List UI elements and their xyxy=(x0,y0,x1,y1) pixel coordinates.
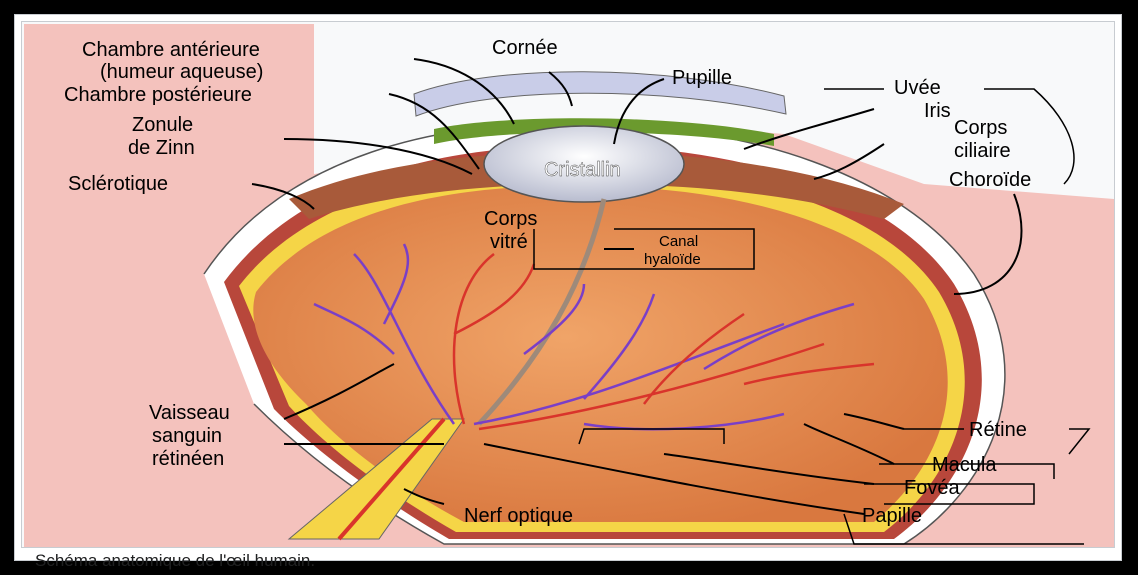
label-corps-ciliaire-1: Corps xyxy=(954,117,1007,139)
label-cristallin: Cristallin xyxy=(544,159,621,181)
label-corps-ciliaire-2: ciliaire xyxy=(954,140,1011,162)
figure-caption: Schéma anatomique de l'œil humain. xyxy=(35,551,315,571)
label-sclerotique: Sclérotique xyxy=(68,173,168,195)
label-papille: Papille xyxy=(862,505,922,527)
label-macula: Macula xyxy=(932,454,997,476)
label-canal-1: Canal xyxy=(659,233,698,250)
label-canal-2: hyaloïde xyxy=(644,251,701,268)
label-uvee: Uvée xyxy=(894,77,941,99)
label-vaisseau-1: Vaisseau xyxy=(149,402,230,424)
label-iris: Iris xyxy=(924,100,951,122)
label-vaisseau-3: rétinéen xyxy=(152,448,224,470)
label-corps-vitre-1: Corps xyxy=(484,208,537,230)
label-retine: Rétine xyxy=(969,419,1027,441)
figure-image: Chambre antérieure (humeur aqueuse) Cham… xyxy=(21,21,1115,548)
label-nerf-optique: Nerf optique xyxy=(464,505,573,527)
label-zonule-2: de Zinn xyxy=(128,137,195,159)
eye-diagram: Chambre antérieure (humeur aqueuse) Cham… xyxy=(24,24,1114,547)
label-choroide: Choroïde xyxy=(949,169,1031,191)
label-chambre-anterieure-2: (humeur aqueuse) xyxy=(100,61,263,83)
label-cornee: Cornée xyxy=(492,37,558,59)
label-chambre-anterieure-1: Chambre antérieure xyxy=(82,39,260,61)
label-pupille: Pupille xyxy=(672,67,732,89)
label-zonule-1: Zonule xyxy=(132,114,193,136)
figure-frame: Chambre antérieure (humeur aqueuse) Cham… xyxy=(14,14,1122,561)
label-corps-vitre-2: vitré xyxy=(490,231,528,253)
label-fovea: Fovéa xyxy=(904,477,960,499)
label-vaisseau-2: sanguin xyxy=(152,425,222,447)
label-chambre-posterieure: Chambre postérieure xyxy=(64,84,252,106)
